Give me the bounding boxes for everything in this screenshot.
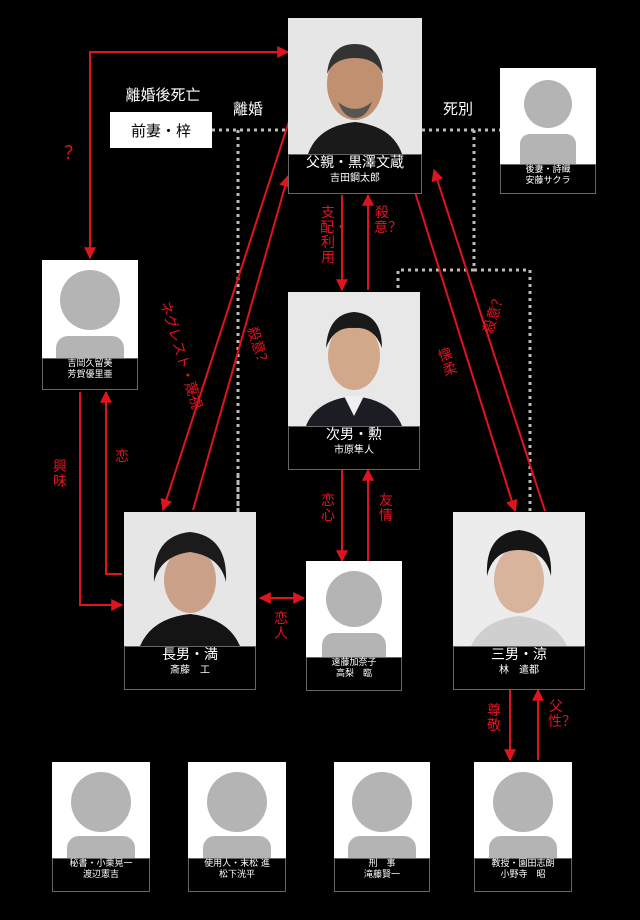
- control-label: 支配・利用: [320, 205, 348, 266]
- endo-card: 遠藤加奈子 高梨 臨: [306, 561, 402, 691]
- avatar-icon: [60, 270, 120, 330]
- jiro-role: 次男・勲: [326, 427, 382, 443]
- divorce-label: 離婚: [232, 100, 263, 118]
- choko-role: 長男・満: [162, 647, 218, 663]
- endo-placeholder: [306, 561, 402, 657]
- yoshioka-placeholder: [42, 260, 138, 358]
- exwife-note-label: 離婚後死亡: [125, 86, 201, 104]
- koigokoro-label: 恋心: [321, 493, 335, 524]
- avatar-icon: [493, 772, 553, 832]
- secretary-placeholder: [52, 762, 150, 858]
- second-wife-card: 後妻・詩織 安藤サクラ: [500, 68, 596, 194]
- respect-label: 尊敬: [487, 703, 501, 734]
- professor-placeholder: [474, 762, 572, 858]
- paternity-label: 父性？: [548, 699, 576, 730]
- choko-card: 長男・満 斎藤 工: [124, 512, 256, 690]
- kaijuu-arrow: [409, 175, 518, 513]
- secretary-role: 秘書・小栗晃一: [69, 859, 133, 869]
- servant-role: 使用人・末松 進: [204, 859, 270, 869]
- secretary-actor: 渡辺憲吉: [82, 870, 119, 881]
- second-wife-role: 後妻・詩織: [525, 165, 571, 175]
- father-actor: 吉田鋼太郎: [330, 172, 380, 184]
- avatar-icon: [524, 80, 572, 128]
- detective-actor: 滝藤賢一: [363, 870, 400, 881]
- professor-role: 教授・園田志朗: [491, 859, 555, 869]
- father-card: 父親・黒澤文蔵 吉田鋼太郎: [288, 18, 422, 194]
- endo-actor: 高梨 臨: [335, 669, 372, 680]
- bereaved-label: 死別: [442, 100, 473, 118]
- sabu-portrait: [453, 512, 585, 646]
- detective-role: 刑 事: [368, 859, 396, 869]
- avatar-icon: [352, 772, 412, 832]
- father-role: 父親・黒澤文蔵: [306, 155, 404, 171]
- yoshioka-card: 吉岡久留美 芳賀優里亜: [42, 260, 138, 390]
- second-wife-branch-dotted-line: [474, 268, 532, 512]
- detective-placeholder: [334, 762, 430, 858]
- sabu-role: 三男・涼: [491, 647, 547, 663]
- professor-card: 教授・園田志朗 小野寺 昭: [474, 762, 572, 892]
- second-wife-actor: 安藤サクラ: [525, 176, 571, 187]
- servant-card: 使用人・末松 進 松下洸平: [188, 762, 286, 892]
- jiro-card: 次男・勲 市原隼人: [288, 292, 420, 470]
- sabu-actor: 林 遣都: [499, 664, 539, 676]
- jiro-portrait: [288, 292, 420, 426]
- avatar-icon: [71, 772, 131, 832]
- question-arrow: [84, 46, 290, 260]
- second-wife-placeholder: [500, 68, 596, 164]
- interest-label: 興味: [53, 459, 67, 490]
- love-arrow: [100, 390, 122, 575]
- choko-actor: 斎藤 工: [170, 664, 210, 676]
- murder3-arrow: [431, 168, 546, 512]
- lovers-label: 恋人: [274, 611, 288, 642]
- detective-card: 刑 事 滝藤賢一: [334, 762, 430, 892]
- sabu-card: 三男・涼 林 遣都: [453, 512, 585, 690]
- professor-actor: 小野寺 昭: [500, 870, 546, 881]
- neglect-arrow: [160, 117, 291, 512]
- question-label: ？: [64, 143, 82, 164]
- murder1-arrow: [192, 174, 291, 511]
- friendship-label: 友情: [379, 493, 393, 524]
- servant-actor: 松下洸平: [218, 870, 255, 881]
- exwife-box: 前妻・梓: [110, 112, 212, 148]
- second-wife-dotted-line: [396, 130, 476, 292]
- yoshioka-actor: 芳賀優里亜: [67, 370, 113, 381]
- endo-role: 遠藤加奈子: [331, 658, 377, 668]
- avatar-icon: [326, 571, 382, 627]
- love-label: 恋: [115, 449, 129, 465]
- avatar-icon: [207, 772, 267, 832]
- servant-placeholder: [188, 762, 286, 858]
- yoshioka-role: 吉岡久留美: [67, 359, 113, 369]
- secretary-card: 秘書・小栗晃一 渡辺憲吉: [52, 762, 150, 892]
- interest-arrow: [79, 392, 124, 611]
- murder2-label: 殺意？: [374, 205, 402, 236]
- father-portrait: [288, 18, 422, 154]
- choko-portrait: [124, 512, 256, 646]
- jiro-actor: 市原隼人: [334, 444, 374, 456]
